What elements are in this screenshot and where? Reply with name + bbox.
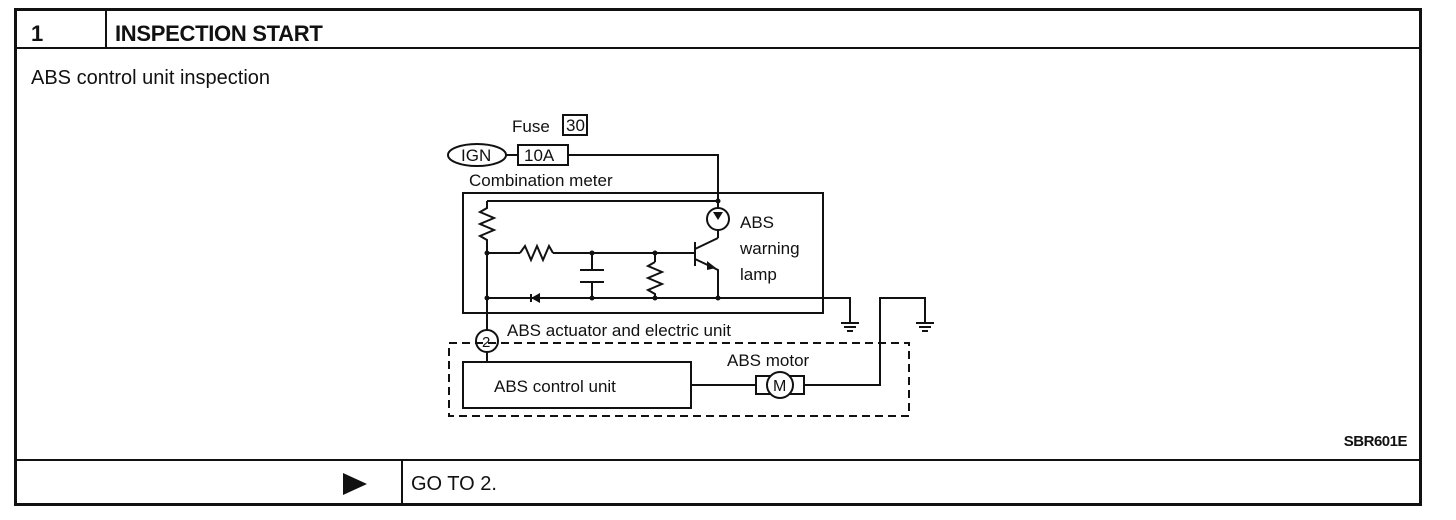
step-number: 1 <box>31 21 44 46</box>
motor-ground-icon <box>916 322 934 332</box>
motor-label: ABS motor <box>727 351 810 370</box>
figure-code: SBR601E <box>1343 433 1408 450</box>
transistor <box>694 237 719 269</box>
header-separator <box>17 47 1419 49</box>
meter-ground-icon <box>841 322 859 332</box>
lamp-label-line3: lamp <box>740 265 777 284</box>
step-title: INSPECTION START <box>115 21 323 46</box>
footer-divider <box>401 459 403 503</box>
fuse-number-box <box>562 114 588 136</box>
header-divider <box>105 11 107 47</box>
next-step-link[interactable]: GO TO 2. <box>411 473 497 495</box>
combination-meter-label: Combination meter <box>469 171 613 190</box>
arrow-right-icon <box>343 473 367 495</box>
series-resistor <box>519 243 554 263</box>
actuator-unit-box <box>448 342 910 417</box>
fuse-number: 30 <box>566 116 585 135</box>
ign-label: IGN <box>461 146 491 165</box>
capacitor <box>580 269 604 283</box>
combination-meter-box <box>462 192 824 314</box>
bias-resistor <box>645 261 665 298</box>
fuse-label: Fuse <box>512 117 550 136</box>
ign-supply-wire <box>568 154 719 201</box>
lamp-label-line2: warning <box>739 239 800 258</box>
connector-number: 2 <box>482 334 490 351</box>
lamp-label-line1: ABS <box>740 213 774 232</box>
diode-arrow-icon <box>531 293 540 303</box>
control-unit-label: ABS control unit <box>494 377 616 396</box>
step-subtitle: ABS control unit inspection <box>31 67 271 89</box>
left-resistor <box>477 201 497 253</box>
actuator-label: ABS actuator and electric unit <box>507 321 731 340</box>
lamp-arrow-icon <box>713 212 723 220</box>
fuse-rating: 10A <box>524 146 555 165</box>
transistor-arrow-icon <box>707 261 716 270</box>
inspection-step-table: 1 INSPECTION START ABS control unit insp… <box>14 8 1422 506</box>
footer-separator <box>17 459 1419 461</box>
motor-symbol: M <box>773 378 786 395</box>
motor-icon <box>766 371 794 399</box>
